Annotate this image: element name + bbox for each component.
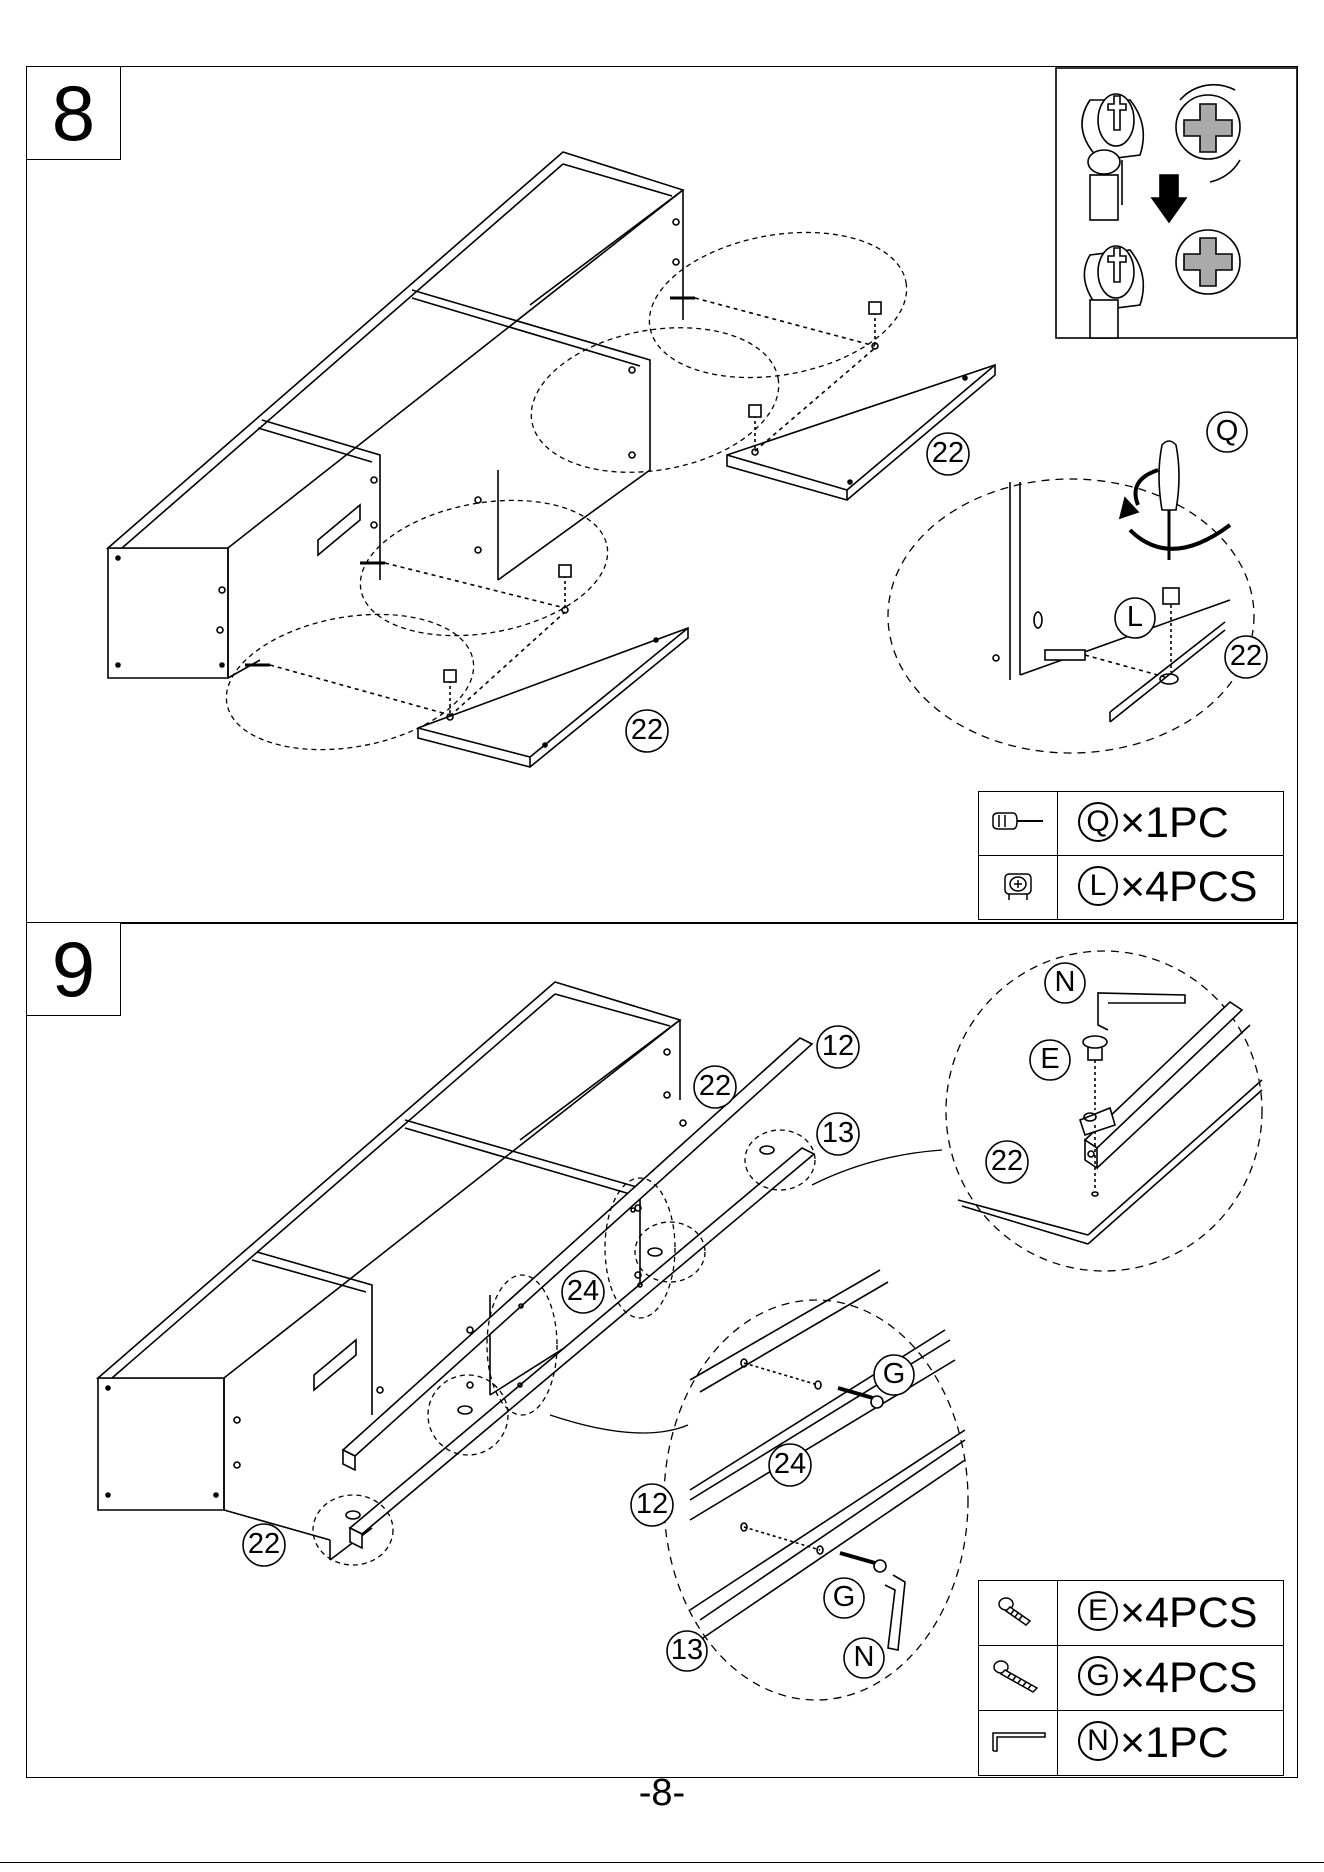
- page-number: -8-: [0, 1772, 1324, 1815]
- part-letter-l: L: [1078, 866, 1118, 906]
- parts-row: L×4PCS: [979, 856, 1284, 920]
- parts-qty: N×1PC: [1058, 1711, 1284, 1776]
- part-letter-n: N: [1078, 1721, 1118, 1761]
- part-count: ×1PC: [1120, 799, 1229, 847]
- long-bolt-icon: [979, 1646, 1058, 1711]
- step-8-detail-view: [888, 441, 1254, 753]
- step-9-parts-list: E×4PCS G×4PCS N×1PC: [978, 1580, 1284, 1776]
- screwdriver-icon: [979, 792, 1058, 856]
- parts-qty: Q×1PC: [1058, 792, 1284, 856]
- part-count: ×4PCS: [1120, 1589, 1257, 1637]
- rail-13-label: 13: [666, 1634, 708, 1667]
- cam-lock-icon: [979, 856, 1058, 920]
- parts-row: E×4PCS: [979, 1581, 1284, 1646]
- short-bolt-icon: [979, 1581, 1058, 1646]
- step-8-cabinet: [108, 152, 695, 678]
- parts-row: G×4PCS: [979, 1646, 1284, 1711]
- parts-qty: G×4PCS: [1058, 1646, 1284, 1711]
- step-9-bracket-detail: [946, 951, 1262, 1271]
- rail-13-detail-label-wrap: 13: [666, 1630, 708, 1672]
- part-count: ×4PCS: [1120, 1654, 1257, 1702]
- part-letter-q: Q: [1078, 802, 1118, 842]
- allen-key-icon: [979, 1711, 1058, 1776]
- part-count: ×1PC: [1120, 1719, 1229, 1767]
- part-count: ×4PCS: [1120, 863, 1257, 911]
- step-8-parts-list: Q×1PC L×4PCS: [978, 791, 1284, 920]
- parts-row: N×1PC: [979, 1711, 1284, 1776]
- step-8-panel-left: [270, 563, 688, 767]
- part-letter-g: G: [1078, 1656, 1118, 1696]
- parts-qty: E×4PCS: [1058, 1581, 1284, 1646]
- cam-lock-diagram: [1056, 68, 1297, 338]
- bottom-divider: [0, 1862, 1324, 1863]
- part-letter-e: E: [1078, 1591, 1118, 1631]
- step-9-rail-detail: [664, 1270, 968, 1700]
- parts-qty: L×4PCS: [1058, 856, 1284, 920]
- parts-row: Q×1PC: [979, 792, 1284, 856]
- screwdriver-icon: [1120, 441, 1230, 560]
